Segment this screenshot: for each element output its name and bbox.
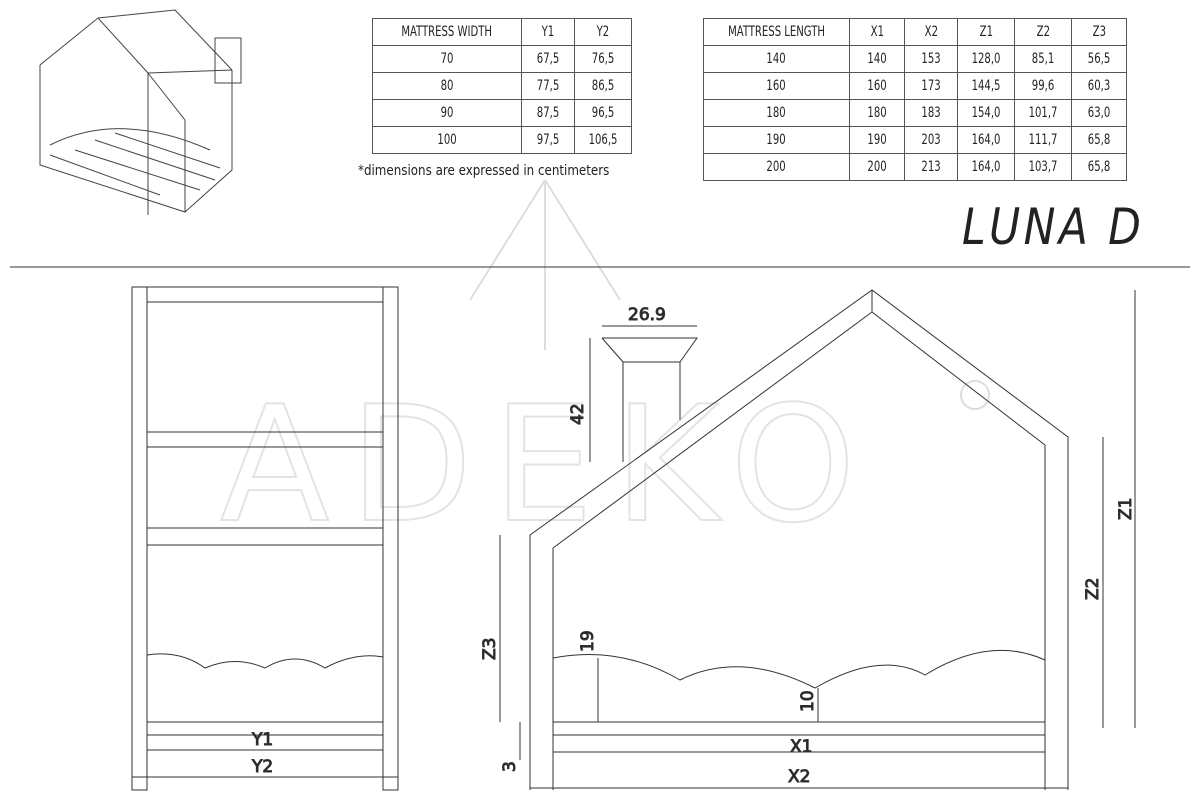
dim-base: 3 (500, 761, 520, 772)
header-cell: Y1 (541, 24, 555, 40)
svg-text:ADEKO: ADEKO (220, 371, 876, 558)
dim-z2: Z2 (1083, 578, 1103, 600)
dim-chimney-height: 42 (568, 403, 588, 425)
header-cell: Y2 (596, 24, 610, 40)
dim-chimney-width: 26.9 (628, 305, 666, 325)
watermark-logo: ADEKO (219, 179, 990, 559)
front-view (131, 286, 399, 791)
header-cell: MATTRESS WIDTH (401, 24, 493, 40)
dim-gap: 10 (798, 690, 818, 712)
dim-y2: Y2 (251, 757, 273, 777)
dim-z3: Z3 (480, 638, 500, 660)
bed-isometric-sketch (39, 9, 242, 215)
dim-wave: 19 (578, 630, 598, 652)
dim-x1: X1 (790, 737, 812, 757)
units-note: *dimensions are expressed in centimeters (358, 163, 610, 179)
product-title: LUNA D (962, 198, 1145, 256)
dim-y1: Y1 (251, 730, 273, 750)
dim-x2: X2 (788, 767, 810, 787)
dim-z1: Z1 (1116, 498, 1136, 520)
side-view (499, 289, 1136, 790)
